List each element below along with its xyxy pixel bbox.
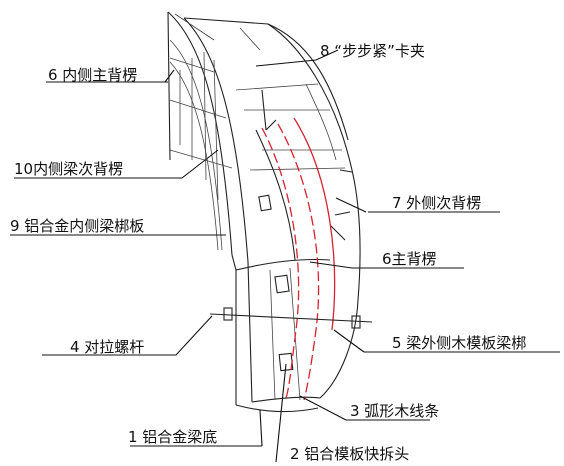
label-3-arc-wood-strip: 3 弧形木线条 xyxy=(350,402,439,420)
label-5-outer-wood-side: 5 梁外侧木模板梁梆 xyxy=(392,334,526,352)
label-9-aluminium-inner-side: 9 铝合金内侧梁梆板 xyxy=(10,217,144,235)
leader-lines xyxy=(10,49,560,463)
label-6-main-rib: 6主背楞 xyxy=(382,250,437,268)
label-8-clamp: 8 “步步紧”卡夹 xyxy=(320,42,425,60)
top-cap xyxy=(183,17,349,161)
lower-body xyxy=(231,194,331,413)
outer-side-panel xyxy=(249,23,361,399)
label-10-inner-secondary-rib: 10内侧梁次背楞 xyxy=(14,160,123,178)
label-1-aluminium-bottom: 1 铝合金梁底 xyxy=(128,428,217,446)
label-2-quick-release-head: 2 铝合模板快拆头 xyxy=(290,445,409,463)
label-6-inner-main-rib: 6 内侧主背楞 xyxy=(48,66,137,84)
labels: 8 “步步紧”卡夹 6 内侧主背楞 10内侧梁次背楞 7 外侧次背楞 9 铝合金… xyxy=(10,42,526,463)
label-4-tie-rod: 4 对拉螺杆 xyxy=(70,338,144,356)
label-7-outer-secondary-rib: 7 外侧次背楞 xyxy=(392,194,481,212)
arc-wood-strips xyxy=(261,117,336,401)
tie-rod xyxy=(209,307,373,329)
inner-side-panel xyxy=(167,11,249,263)
